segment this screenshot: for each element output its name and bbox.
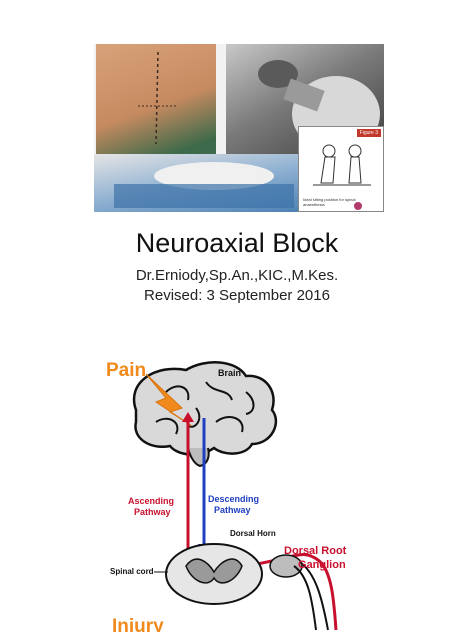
pain-pathway-diagram: Pain Brain Ascending Pathway Descending … [106,360,347,632]
brain-label: Brain [218,368,241,378]
spinal-cord-section [165,543,329,631]
descending-label-line1: Descending [208,494,259,504]
dorsal-root-label-line1: Dorsal Root [284,545,347,557]
photo-lateral-position [94,154,314,212]
revision-date: Revised: 3 September 2016 [144,287,330,304]
dorsal-root-label-line2: Ganglion [298,559,346,571]
figure-badge: Figure 3 [356,129,381,137]
lightning-bolt-icon [145,373,193,427]
slide-title: Neuroaxial Block [135,228,339,258]
ascending-arrowhead [182,412,194,422]
figure-caption: Ideal sitting position for spinal anaest… [303,197,356,207]
slide-accent-dot [354,202,362,210]
pain-label: Pain [106,360,146,381]
dorsal-horn-label: Dorsal Horn [230,529,276,538]
ascending-label-line2: Pathway [134,507,171,517]
cover-photo-collage: Figure 3 Ideal sitting position for spin… [94,44,384,212]
photo-marked-back [96,44,216,154]
author-line: Dr.Erniody,Sp.An.,KIC.,M.Kes. [135,267,339,284]
ascending-label-line1: Ascending [128,496,174,506]
descending-label-line2: Pathway [214,505,251,515]
figure-3-sitting-diagram: Figure 3 Ideal sitting position for spin… [298,126,384,212]
brain-illustration [132,361,278,468]
spinal-cord-label: Spinal cord [110,567,154,576]
injury-label: Injury [112,616,164,632]
